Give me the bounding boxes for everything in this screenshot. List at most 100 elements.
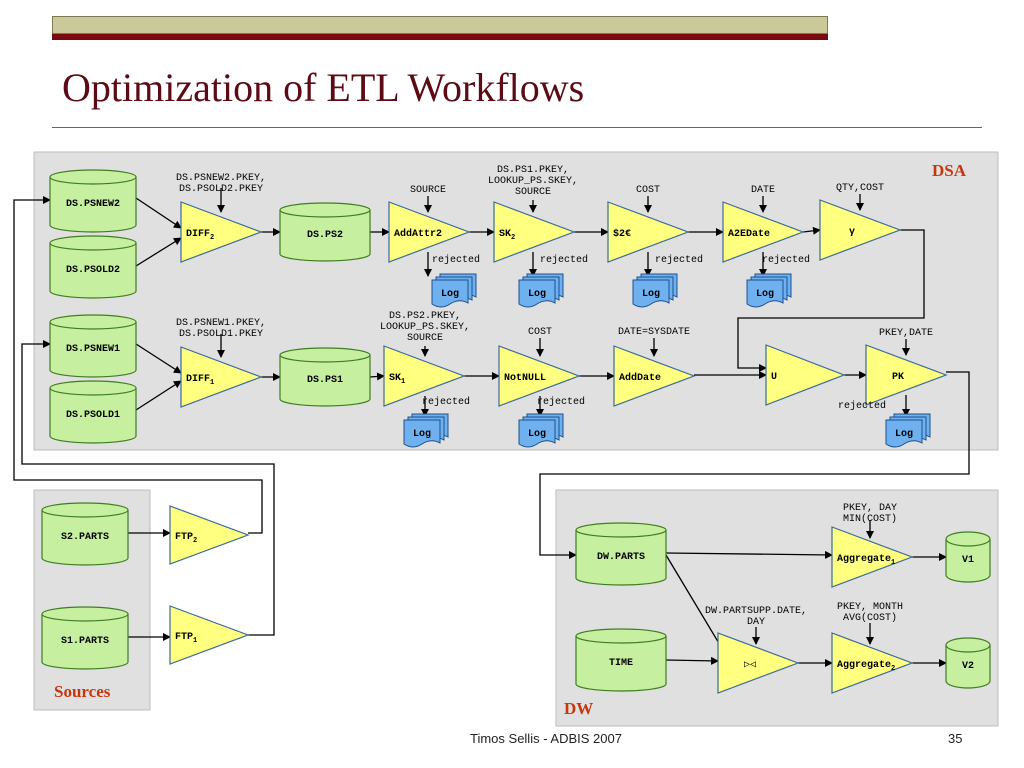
ds-ps1-store: DS.PS1 [279, 347, 371, 407]
sk1-activity: SK1 [383, 345, 466, 407]
notnull-triangle [498, 345, 581, 407]
ds-psold2-store: DS.PSOLD2 [49, 235, 137, 299]
conv-rejected-label: rejected [655, 254, 703, 266]
ds-ps1-cylinder-top [279, 347, 371, 363]
edge-gamma-union [737, 229, 925, 372]
notnull-param-1: COST [528, 327, 552, 338]
v2-cylinder-top [945, 637, 991, 653]
gamma-activity: γ [819, 199, 902, 261]
ds-psold1-cylinder-body [49, 388, 137, 444]
aggregate1-triangle [831, 526, 914, 588]
aggregate2-subscript: 2 [891, 665, 895, 673]
title-bar-olive [52, 16, 828, 34]
a2edate-log-sheet-3 [746, 279, 784, 308]
ds-psnew1-cylinder-top [49, 314, 137, 330]
dw-parts-cylinder-body [575, 530, 667, 586]
ds-psold1-store: DS.PSOLD1 [49, 380, 137, 444]
diff2-label: DIFF2 [186, 229, 214, 242]
edge-ftp1-psnew1 [21, 340, 275, 636]
gamma-label: γ [849, 227, 855, 238]
diff1-subscript: 1 [210, 379, 214, 387]
notnull-label: NotNULL [504, 373, 546, 384]
sk1-log-label: Log [413, 429, 431, 440]
diff1-param-2: DS.PSOLD1.PKEY [179, 329, 263, 340]
dw-parts-cylinder-top [575, 522, 667, 538]
time-label: TIME [609, 658, 633, 669]
conv-log: Log [632, 273, 678, 308]
edge-dwparts-aggregate1 [665, 550, 833, 559]
adddate-triangle [613, 345, 696, 407]
s2-parts-label: S2.PARTS [61, 532, 109, 543]
sk2-log: Log [518, 273, 564, 308]
sk1-triangle [383, 345, 466, 407]
addattr2-rejected-label: rejected [432, 254, 480, 266]
aggregate1-label: Aggregate1 [837, 554, 895, 567]
edge-dwparts-join [665, 554, 727, 656]
sk2-param-1: DS.PS1.PKEY, [497, 165, 569, 176]
notnull-activity: NotNULL [498, 345, 581, 407]
sk2-log-label: Log [528, 289, 546, 300]
sk1-param-2: LOOKUP_PS.SKEY, [380, 322, 470, 333]
dw-zone-label: DW [564, 699, 593, 718]
a2edate-activity: A2EDate [722, 201, 805, 263]
s2-parts-store: S2.PARTS [41, 502, 129, 566]
edge-ftp2-psnew2 [13, 196, 263, 534]
footer: Timos Sellis - ADBIS 2007 35 [0, 731, 1024, 751]
footer-text: Timos Sellis - ADBIS 2007 [470, 731, 622, 746]
s2-parts-cylinder-top [41, 502, 129, 518]
ds-psnew2-cylinder-body [49, 177, 137, 233]
v2-label: V2 [962, 661, 974, 672]
v1-label: V1 [962, 555, 974, 566]
ds-ps2-cylinder-top [279, 202, 371, 218]
conv-log-label: Log [642, 289, 660, 300]
ds-psold1-label: DS.PSOLD1 [66, 410, 120, 421]
a2edate-rejected-label: rejected [762, 254, 810, 266]
a2edate-log-label: Log [756, 289, 774, 300]
diff2-subscript: 2 [210, 234, 214, 242]
page-title: Optimization of ETL Workflows [62, 65, 585, 110]
addattr2-log-label: Log [441, 289, 459, 300]
diff2-triangle [180, 201, 263, 263]
pk-param-1: PKEY,DATE [879, 328, 933, 339]
dw-parts-store: DW.PARTS [575, 522, 667, 586]
ds-ps1-label: DS.PS1 [307, 375, 343, 386]
title-bar-decoration [52, 16, 828, 42]
s2-parts-cylinder-body [41, 510, 129, 566]
ds-psold2-label: DS.PSOLD2 [66, 265, 120, 276]
addattr2-activity: AddAttr2 [388, 201, 471, 263]
notnull-log: Log [518, 413, 564, 448]
edge-pk-dwparts [539, 371, 970, 559]
sk2-activity: SK2 [493, 201, 576, 263]
ds-psold2-cylinder-top [49, 235, 137, 251]
addattr2-label: AddAttr2 [394, 228, 442, 240]
ftp2-subscript: 2 [193, 537, 197, 545]
adddate-activity: AddDate [613, 345, 696, 407]
aggregate2-param-2: AVG(COST) [843, 612, 897, 624]
sk1-param-1: DS.PS2.PKEY, [389, 311, 461, 322]
diff2-activity: DIFF2 [180, 201, 263, 263]
ds-psnew2-label: DS.PSNEW2 [66, 199, 120, 210]
union-triangle [765, 344, 846, 406]
ftp1-label: FTP1 [175, 632, 197, 645]
ds-psnew1-cylinder-body [49, 322, 137, 378]
addattr2-log-sheet-3 [431, 279, 469, 308]
ds-ps1-cylinder-body [279, 355, 371, 407]
gamma-param-1: QTY,COST [836, 183, 884, 194]
aggregate1-activity: Aggregate1 [831, 526, 914, 588]
pk-activity: PK [865, 344, 948, 406]
diff1-label: DIFF1 [186, 374, 214, 387]
sk1-param-3: SOURCE [407, 333, 443, 344]
notnull-rejected-label: rejected [537, 396, 585, 408]
aggregate2-triangle [831, 632, 914, 694]
adddate-label: AddDate [619, 372, 661, 384]
ds-ps2-label: DS.PS2 [307, 230, 343, 241]
conv-triangle [607, 201, 690, 263]
sk2-param-3: SOURCE [515, 187, 551, 198]
notnull-log-label: Log [528, 429, 546, 440]
sk2-rejected-label: rejected [540, 254, 588, 266]
pk-log-label: Log [895, 429, 913, 440]
aggregate1-param-1: PKEY, DAY [843, 503, 897, 514]
edge-psold1-diff1 [135, 380, 182, 411]
s1-parts-store: S1.PARTS [41, 606, 129, 670]
